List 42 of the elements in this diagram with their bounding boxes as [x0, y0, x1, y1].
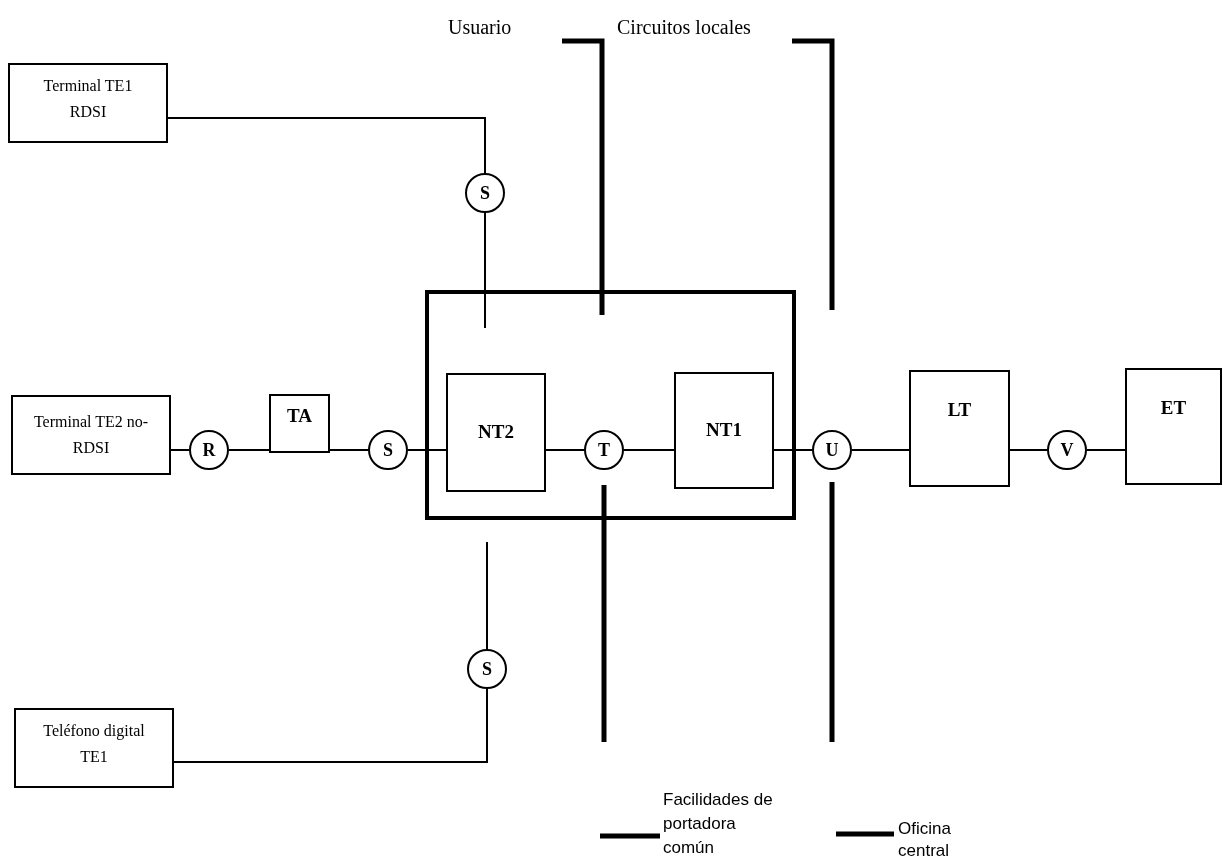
box-label: TA	[287, 404, 312, 428]
reference-point-label: S	[480, 181, 490, 205]
process-box	[14, 708, 174, 788]
process-box	[446, 373, 546, 492]
box-label: Terminal TE1 RDSI	[42, 76, 134, 122]
connector-line	[851, 449, 910, 451]
connector-line	[170, 449, 190, 451]
process-box	[269, 394, 330, 453]
box-label: LT	[947, 398, 972, 422]
connector-line	[623, 449, 675, 451]
connector-line	[167, 117, 486, 174]
enclosure-box	[425, 290, 796, 520]
box-label: NT1	[706, 418, 742, 443]
box-label: NT2	[478, 420, 514, 445]
connector-line	[773, 449, 813, 451]
process-box	[909, 370, 1010, 487]
reference-point-label: V	[1060, 438, 1074, 462]
process-box	[674, 372, 774, 489]
connector-line	[407, 449, 447, 451]
connector-line	[484, 212, 486, 329]
box-label: Teléfono digital TE1	[42, 721, 146, 767]
process-box	[8, 63, 168, 143]
reference-point-label: T	[598, 438, 610, 462]
reference-point-label: S	[383, 438, 393, 462]
legend-text: Facilidades de portadora común	[663, 789, 774, 859]
region-label: Usuario	[448, 15, 512, 40]
process-box	[1125, 368, 1222, 485]
connector-line	[329, 449, 369, 451]
box-label: Terminal TE2 no-RDSI	[32, 412, 150, 458]
connector-line	[1086, 449, 1126, 451]
connector-line	[1009, 449, 1048, 451]
connector-line	[545, 449, 585, 451]
reference-point-label: R	[202, 438, 216, 462]
process-box	[11, 395, 171, 475]
reference-point-label: U	[825, 438, 839, 462]
region-label: Circuitos locales	[617, 15, 751, 40]
reference-point-label: S	[482, 657, 492, 681]
connector-line	[173, 688, 488, 763]
box-label: ET	[1160, 396, 1187, 420]
connector-line	[228, 449, 270, 451]
connector-line	[486, 541, 488, 650]
legend-text: Oficina central	[898, 818, 952, 862]
